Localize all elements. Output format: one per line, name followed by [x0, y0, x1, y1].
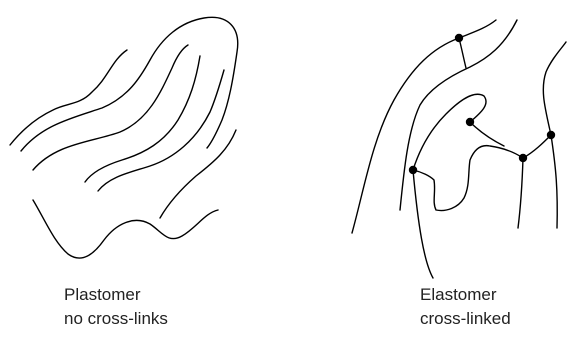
cross-link-dot [455, 34, 463, 42]
elastomer-chains [352, 20, 566, 278]
elastomer-chain [543, 42, 566, 135]
elastomer-chain [413, 94, 486, 170]
elastomer-chain [518, 158, 523, 228]
plastomer-chain [33, 45, 188, 170]
elastomer-chain [400, 20, 517, 210]
elastomer-subtitle: cross-linked [420, 307, 511, 331]
cross-link-dot [466, 118, 474, 126]
plastomer-subtitle: no cross-links [64, 307, 168, 331]
plastomer-chains [10, 17, 238, 258]
elastomer-chain [551, 135, 557, 228]
elastomer-chain [413, 170, 433, 278]
elastomer-chain [459, 38, 466, 68]
plastomer-chain [33, 200, 218, 258]
elastomer-caption: Elastomer cross-linked [420, 283, 511, 331]
elastomer-chain [413, 146, 523, 211]
plastomer-caption: Plastomer no cross-links [64, 283, 168, 331]
plastomer-title: Plastomer [64, 283, 168, 307]
plastomer-chain [85, 56, 200, 182]
plastomer-chain [160, 130, 236, 218]
plastomer-chain [21, 17, 238, 151]
cross-link-dot [547, 131, 555, 139]
plastomer-chain [10, 50, 127, 145]
elastomer-title: Elastomer [420, 283, 511, 307]
plastomer-chain [98, 70, 224, 191]
elastomer-chain [523, 135, 551, 158]
cross-link-dot [409, 166, 417, 174]
cross-link-dot [519, 154, 527, 162]
elastomer-chain [470, 122, 504, 146]
